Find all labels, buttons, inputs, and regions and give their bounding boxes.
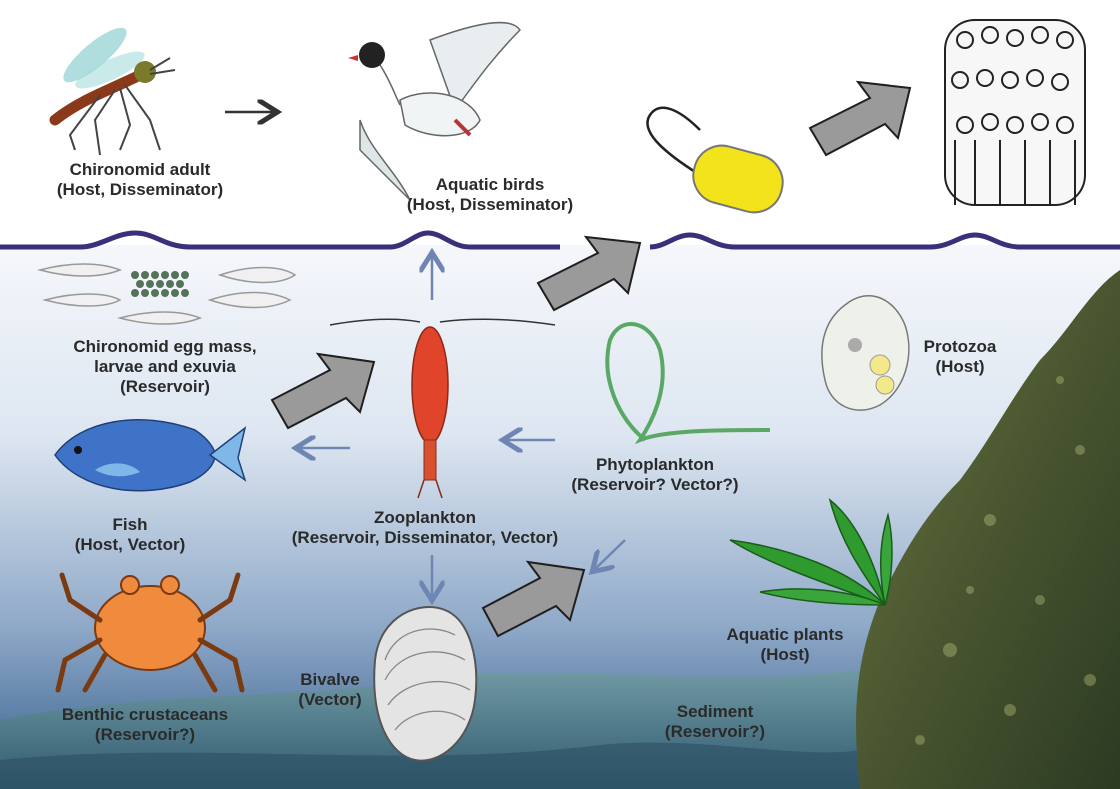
label-protozoa: Protozoa (Host): [910, 337, 1010, 377]
fish-name: Fish: [50, 515, 210, 535]
aquatic-plants-role: (Host): [695, 645, 875, 665]
phytoplankton-role: (Reservoir? Vector?): [545, 475, 765, 495]
chironomid-adult-name: Chironomid adult: [30, 160, 250, 180]
aquatic-birds-name: Aquatic birds: [380, 175, 600, 195]
label-benthic-crustaceans: Benthic crustaceans (Reservoir?): [25, 705, 265, 745]
label-fish: Fish (Host, Vector): [50, 515, 210, 555]
egg-mass-line1: Chironomid egg mass,: [45, 337, 285, 357]
zooplankton-role: (Reservoir, Disseminator, Vector): [255, 528, 595, 548]
label-aquatic-plants: Aquatic plants (Host): [695, 625, 875, 665]
egg-mass-role: (Reservoir): [45, 377, 285, 397]
sediment-role: (Reservoir?): [645, 722, 785, 742]
benthic-crustaceans-role: (Reservoir?): [25, 725, 265, 745]
bivalve-role: (Vector): [280, 690, 380, 710]
label-phytoplankton: Phytoplankton (Reservoir? Vector?): [545, 455, 765, 495]
phytoplankton-name: Phytoplankton: [545, 455, 765, 475]
water-surface: [0, 233, 1120, 247]
aquatic-birds-role: (Host, Disseminator): [380, 195, 600, 215]
label-zooplankton: Zooplankton (Reservoir, Disseminator, Ve…: [255, 508, 595, 548]
aquatic-plants-name: Aquatic plants: [695, 625, 875, 645]
protozoa-name: Protozoa: [910, 337, 1010, 357]
chironomid-adult-figure: [55, 20, 175, 155]
chironomid-adult-role: (Host, Disseminator): [30, 180, 250, 200]
benthic-crustaceans-name: Benthic crustaceans: [25, 705, 265, 725]
zooplankton-name: Zooplankton: [255, 508, 595, 528]
egg-mass-line2: larvae and exuvia: [45, 357, 285, 377]
label-aquatic-birds: Aquatic birds (Host, Disseminator): [380, 175, 600, 215]
bivalve-figure: [374, 607, 476, 761]
grey-arrow-bacterium-to-people: [810, 82, 910, 155]
label-chironomid-adult: Chironomid adult (Host, Disseminator): [30, 160, 250, 200]
label-sediment: Sediment (Reservoir?): [645, 702, 785, 742]
fish-role: (Host, Vector): [50, 535, 210, 555]
label-bivalve: Bivalve (Vector): [280, 670, 380, 710]
label-egg-mass: Chironomid egg mass, larvae and exuvia (…: [45, 337, 285, 397]
people-crowd-figure: [945, 20, 1085, 205]
protozoa-role: (Host): [910, 357, 1010, 377]
bacterium-figure: [647, 108, 789, 219]
aquatic-bird-figure: [348, 23, 520, 200]
sediment-name: Sediment: [645, 702, 785, 722]
bivalve-name: Bivalve: [280, 670, 380, 690]
